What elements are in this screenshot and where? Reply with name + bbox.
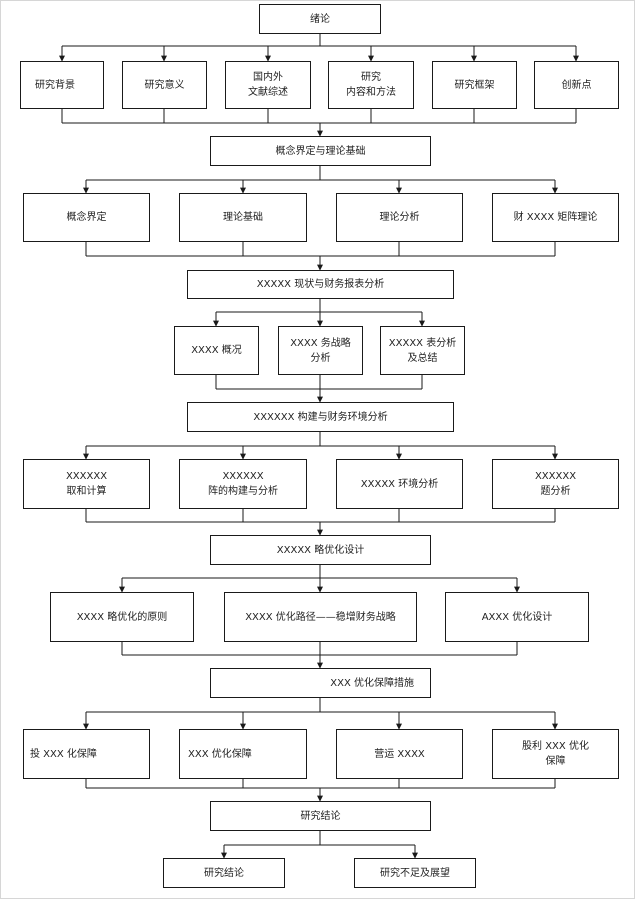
node-strategy-analysis: XXXX 务战略 分析 — [278, 326, 363, 375]
node-literature-review: 国内外 文献综述 — [225, 61, 311, 109]
node-strategy-optimization: XXXXX 略优化设计 — [210, 535, 431, 565]
node-matrix-construction: XXXXXX 阵的构建与分析 — [179, 459, 307, 509]
node-status-statement-analysis: XXXXX 现状与财务报表分析 — [187, 270, 454, 299]
node-problem-analysis: XXXXXX 题分析 — [492, 459, 619, 509]
node-matrix-theory: 财 XXXX 矩阵理论 — [492, 193, 619, 242]
node-statement-summary: XXXXX 表分析 及总结 — [380, 326, 465, 375]
node-theory-analysis: 理论分析 — [336, 193, 463, 242]
node-dividend-safeguard: 股利 XXX 优化 保障 — [492, 729, 619, 779]
node-investment-safeguard: 投 XXX 化保障 — [23, 729, 150, 779]
node-theory-basis: 理论基础 — [179, 193, 307, 242]
node-introduction: 绪论 — [259, 4, 381, 34]
node-construction-environment: XXXXXX 构建与财务环境分析 — [187, 402, 454, 432]
node-limitations-outlook: 研究不足及展望 — [354, 858, 476, 888]
node-content-methods: 研究 内容和方法 — [328, 61, 414, 109]
node-operation: 营运 XXXX — [336, 729, 463, 779]
node-conclusion: 研究结论 — [210, 801, 431, 831]
node-research-framework: 研究框架 — [432, 61, 517, 109]
node-optimization-principles: XXXX 略优化的原则 — [50, 592, 194, 642]
node-extraction-calculation: XXXXXX 取和计算 — [23, 459, 150, 509]
node-optimization-design: AXXX 优化设计 — [445, 592, 589, 642]
node-optimization-safeguard: XXX 优化保障 — [179, 729, 307, 779]
node-conclusion-detail: 研究结论 — [163, 858, 285, 888]
node-concept-theory: 概念界定与理论基础 — [210, 136, 431, 166]
node-research-background: 研究背景 — [20, 61, 104, 109]
node-concept-definition: 概念界定 — [23, 193, 150, 242]
node-environment-analysis: XXXXX 环境分析 — [336, 459, 463, 509]
node-overview: XXXX 概况 — [174, 326, 259, 375]
node-optimization-path: XXXX 优化路径——稳增财务战略 — [224, 592, 417, 642]
node-research-significance: 研究意义 — [122, 61, 207, 109]
node-innovation: 创新点 — [534, 61, 619, 109]
node-safeguard-measures: XXX 优化保障措施 — [210, 668, 431, 698]
